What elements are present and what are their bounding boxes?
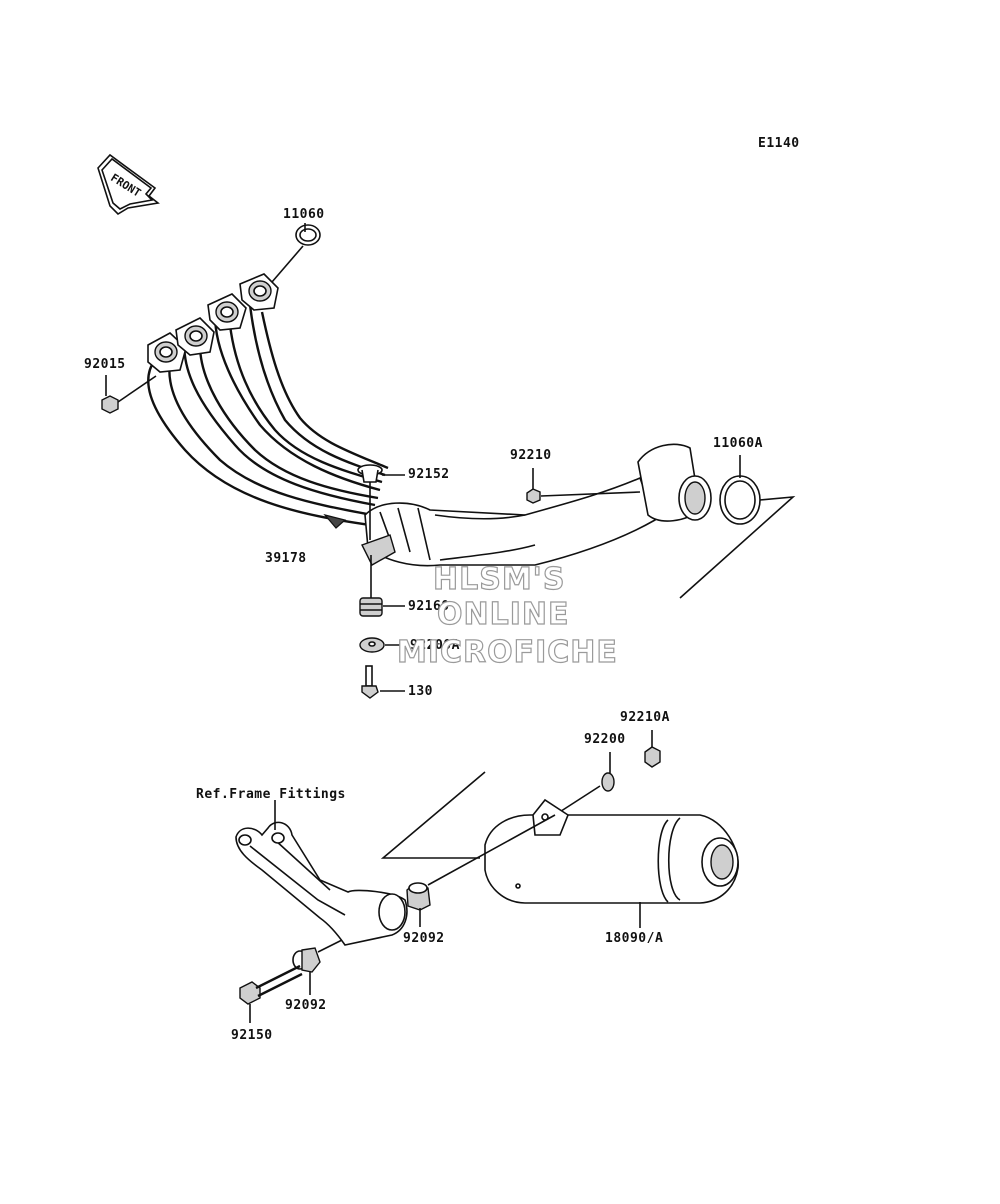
nut-92210a: [644, 730, 661, 768]
part-label-130[interactable]: 130: [408, 684, 433, 699]
bolt-130: [361, 665, 405, 699]
part-label-92152[interactable]: 92152: [408, 467, 450, 482]
exhaust-header-pipes: [147, 273, 712, 567]
part-label-18090a[interactable]: 18090/A: [605, 931, 664, 946]
watermark-line-2: ONLINE: [436, 597, 570, 632]
nut-92015: [101, 375, 157, 414]
part-label-11060[interactable]: 11060: [283, 207, 325, 222]
damper-92160: [359, 555, 405, 617]
nut-92210: [526, 468, 641, 504]
bolt-92150: [239, 964, 303, 1023]
part-label-11060a[interactable]: 11060A: [713, 436, 763, 451]
watermark-line-1: HLSM'S: [432, 562, 566, 597]
diagram-code: E1140: [758, 136, 800, 151]
part-label-39178[interactable]: 39178: [265, 551, 307, 566]
part-label-92160[interactable]: 92160: [408, 599, 450, 614]
part-label-92092-upper[interactable]: 92092: [403, 931, 445, 946]
gasket-11060: [295, 224, 321, 246]
part-label-92015[interactable]: 92015: [84, 357, 126, 372]
washer-92200: [554, 752, 615, 816]
part-label-92210a[interactable]: 92210A: [620, 710, 670, 725]
ref-frame-fittings-label[interactable]: Ref.Frame Fittings: [196, 787, 346, 802]
part-label-92200[interactable]: 92200: [584, 732, 626, 747]
watermark-line-3: MICROFICHE: [396, 635, 618, 670]
gasket-11060a: [719, 475, 761, 525]
muffler-18090a: [380, 771, 739, 928]
collar-92092-upper: [406, 814, 556, 927]
part-label-92150[interactable]: 92150: [231, 1028, 273, 1043]
washer-92200a: [359, 637, 408, 653]
part-label-92200a[interactable]: 92200A: [410, 638, 460, 653]
collar-92092-lower: [292, 939, 343, 995]
front-arrow-icon: FRONT: [97, 153, 160, 216]
part-label-92210[interactable]: 92210: [510, 448, 552, 463]
collar-92152: [357, 464, 405, 540]
part-label-92092-lower[interactable]: 92092: [285, 998, 327, 1013]
frame-bracket: [235, 800, 408, 946]
